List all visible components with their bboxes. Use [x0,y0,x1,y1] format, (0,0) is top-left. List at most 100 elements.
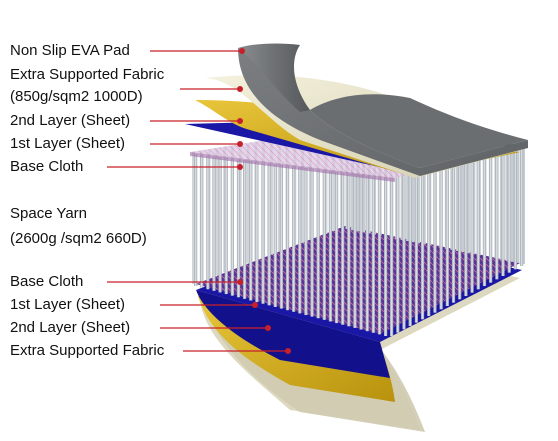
yarn-strand [522,148,525,264]
yarn-strand [400,136,404,240]
yarn-strand [390,178,394,336]
yarn-strand [466,142,470,254]
label-bottom-base-cloth: Base Cloth [10,273,84,290]
label-space-yarn-spec: (2600g /sqm2 660D) [10,230,147,247]
yarn-strand [510,146,514,262]
yarn-strand [367,132,371,234]
yarn-strand [310,168,314,317]
leader-dot [252,302,258,308]
yarn-strand [224,157,228,295]
yarn-strand [445,166,449,306]
yarn-strand [267,163,271,306]
leader-dot [237,164,243,170]
yarn-strand [292,166,296,312]
yarn-strand [472,143,476,255]
leader-dot [265,325,271,331]
yarn-strand [324,132,328,234]
yarn-strand [501,154,505,276]
yarn-strand [458,163,462,300]
yarn-strand [322,170,326,320]
yarn-strand [316,169,320,319]
yarn-strand [482,158,487,286]
yarn-strand [422,138,426,245]
yarn-strand [513,151,518,270]
yarn-strand [408,174,412,326]
yarn-strand [377,177,382,335]
yarn-strand [236,159,241,298]
yarn-strand [359,174,363,330]
leader-dot [237,279,243,285]
leader-lines [107,48,291,354]
top-base-cloth-edge [190,152,395,182]
yarn-strand [285,165,290,311]
yarn-strand [308,134,312,240]
yarn-strand [427,170,431,316]
label-eva-pad: Non Slip EVA Pad [10,42,130,59]
yarn-strand [489,156,493,283]
bottom-1st-sheet-edge [196,290,390,378]
yarn-strand [230,158,234,296]
yarn-strand [301,135,305,243]
yarn-strand [212,156,216,291]
yarn-strand [277,139,281,252]
yarn-strand [332,131,336,231]
label-bottom-1st-layer: 1st Layer (Sheet) [10,296,126,313]
yarn-strand [495,155,499,280]
label-space-yarn: Space Yarn [10,205,87,222]
yarn-strand [351,131,355,231]
yarn-strand [273,164,277,307]
yarn-strand [417,137,421,244]
yarn-strand [411,137,415,243]
yarn-strand [194,154,198,286]
label-top-fabric-spec: (850g/sqm2 1000D) [10,88,143,105]
yarn-strand [345,130,349,230]
yarn-strand [520,150,524,266]
yarn-strand [206,155,210,290]
label-top-2nd-layer: 2nd Layer (Sheet) [10,112,131,129]
yarn-strand [451,164,456,303]
label-top-base-cloth: Base Cloth [10,158,84,175]
yarn-strand [450,140,454,250]
yarn-strand [371,176,375,333]
yarn-strand [384,178,388,336]
label-top-fabric: Extra Supported Fabric [10,66,165,83]
yarn-strand [353,174,357,328]
label-bottom-2nd-layer: 2nd Layer (Sheet) [10,319,131,336]
yarn-strand [455,141,459,251]
bottom-base-cloth [196,226,520,334]
yarn-strand [476,159,480,290]
yarn-strand [439,167,443,310]
yarn-strand [505,146,509,261]
yarn-strand [356,131,360,232]
yarn-strand [507,152,511,273]
yarn-strand [433,168,437,313]
label-bottom-fabric: Extra Supported Fabric [10,342,165,359]
yarn-strand [402,175,406,330]
yarn-strand [200,154,204,288]
yarn-strand [279,164,284,309]
yarn-strand [464,162,468,296]
space-yarn-front [194,150,524,336]
yarn-strand [516,147,520,263]
yarn-strand [470,160,474,293]
yarn-strand [406,136,410,242]
yarn-strand [298,167,302,314]
yarn-strand [347,173,351,327]
leader-dot [237,86,243,92]
eva-pad-curl [238,43,310,112]
yarn-strand [238,145,242,267]
yarn-strand [461,142,465,252]
leader-dot [285,348,291,354]
leader-dot [237,118,243,124]
leader-dot [237,141,243,147]
yarn-strand [420,171,425,320]
eva-pad-surface [310,94,528,168]
yarn-strand [414,172,418,323]
yarn-strand [396,176,400,333]
yarn-strand [328,171,333,322]
yarn-strand [243,160,247,299]
yarn-strand [218,157,222,293]
yarn-strand [365,175,369,332]
